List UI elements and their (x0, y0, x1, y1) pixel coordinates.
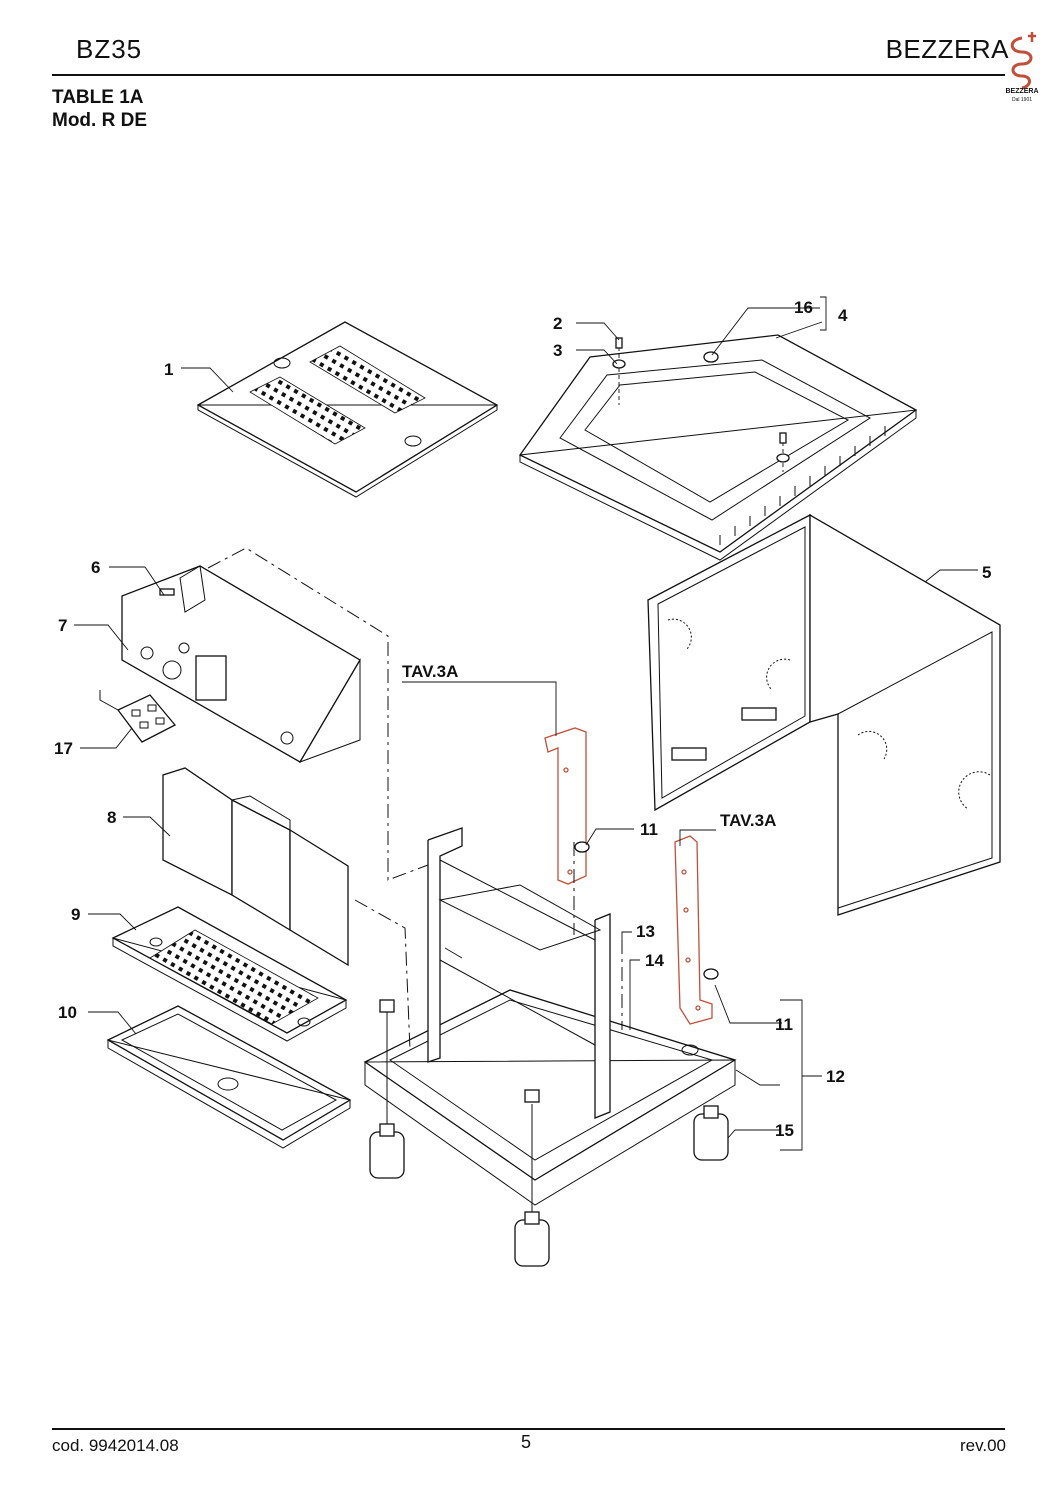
callout-11-lower: 11 (775, 1015, 793, 1034)
callout-1: 1 (164, 360, 173, 379)
callout-3: 3 (553, 341, 562, 360)
callout-5: 5 (982, 563, 991, 582)
callout-17: 17 (54, 739, 73, 758)
document-code: cod. 9942014.08 (52, 1436, 179, 1455)
table-number: TABLE 1A (52, 87, 144, 108)
vent-slots (719, 426, 886, 545)
part-7-control-panel (121, 565, 361, 763)
header-rule (52, 74, 1005, 76)
chassis-frame (363, 827, 737, 1206)
assembly-lines (207, 547, 623, 1051)
callout-tav3a-right: TAV.3A (720, 811, 776, 830)
callout-16: 16 (794, 298, 813, 317)
part-9-drip-grid (111, 906, 348, 1042)
callout-2: 2 (553, 314, 562, 333)
callout-9: 9 (71, 905, 80, 924)
callout-14: 14 (645, 951, 664, 970)
callout-labels: 1 2 3 16 4 5 6 7 17 8 9 10 TAV.3A TAV.3A… (54, 298, 991, 1140)
tav3a-bracket-left (544, 727, 590, 885)
part-15-feet (369, 999, 729, 1267)
callout-15: 15 (775, 1121, 794, 1140)
callout-4: 4 (838, 306, 848, 325)
brand-name: BEZZERA (885, 34, 1009, 64)
part-17-keypad (99, 690, 177, 743)
callout-8: 8 (107, 808, 116, 827)
leader-lines (74, 296, 978, 1151)
page-number: 5 (521, 1432, 532, 1452)
model-name: BZ35 (76, 34, 143, 64)
callout-11-upper: 11 (640, 820, 658, 839)
part-4-top-cover (519, 334, 918, 561)
part-8-splash-panel (162, 767, 349, 967)
tav3a-bracket-right (674, 835, 719, 1025)
callout-6: 6 (91, 558, 100, 577)
bezzera-logo (1010, 32, 1036, 90)
callout-12: 12 (826, 1067, 845, 1086)
part-5-side-panels (647, 513, 1001, 916)
model-variant: Mod. R DE (52, 110, 147, 131)
table-title: TABLE 1A Mod. R DE (52, 86, 147, 132)
part-1-top-grid-plate (196, 321, 499, 498)
logo-text: BEZZERA (1005, 88, 1039, 95)
callout-7: 7 (58, 616, 67, 635)
callout-10: 10 (58, 1003, 77, 1022)
revision: rev.00 (960, 1436, 1006, 1455)
footer-rule (52, 1428, 1005, 1430)
logo-tagline: Dal 1901 (1011, 97, 1032, 103)
callout-13: 13 (636, 922, 655, 941)
part-10-drip-tray (106, 1005, 352, 1149)
callout-tav3a-left: TAV.3A (402, 662, 458, 681)
